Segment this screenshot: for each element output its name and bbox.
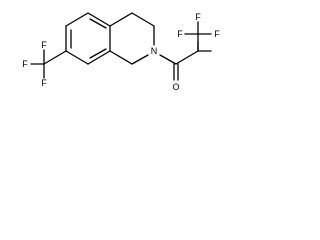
- bond: [65, 12, 89, 27]
- atom-labels: F F F N O F F F: [22, 12, 220, 92]
- nitrogen-label: N: [151, 46, 158, 56]
- fluorine-label: F: [214, 29, 220, 39]
- benzene-ring: [65, 12, 111, 65]
- bond: [175, 50, 199, 65]
- fluorine-label: F: [41, 78, 47, 88]
- fluorine-label: F: [41, 40, 47, 50]
- trifluoromethyl-group-left: [30, 49, 67, 79]
- fluorine-label: F: [22, 59, 28, 69]
- bond: [43, 50, 67, 65]
- bond: [87, 50, 111, 65]
- fluorine-label: F: [177, 29, 183, 39]
- bond: [109, 12, 133, 27]
- bond: [159, 54, 177, 65]
- fluorine-label: F: [195, 12, 201, 22]
- double-bond-inner: [89, 18, 107, 29]
- double-bond-inner: [89, 48, 107, 59]
- trifluoroacetyl-group: [159, 21, 212, 81]
- bond: [87, 12, 111, 27]
- bond: [109, 50, 133, 65]
- bond: [131, 54, 149, 65]
- chemical-structure-diagram: F F F N O F F F: [0, 0, 254, 108]
- oxygen-label: O: [172, 82, 179, 92]
- bond: [131, 12, 155, 27]
- piperidine-ring: [109, 12, 155, 65]
- bond: [65, 50, 89, 65]
